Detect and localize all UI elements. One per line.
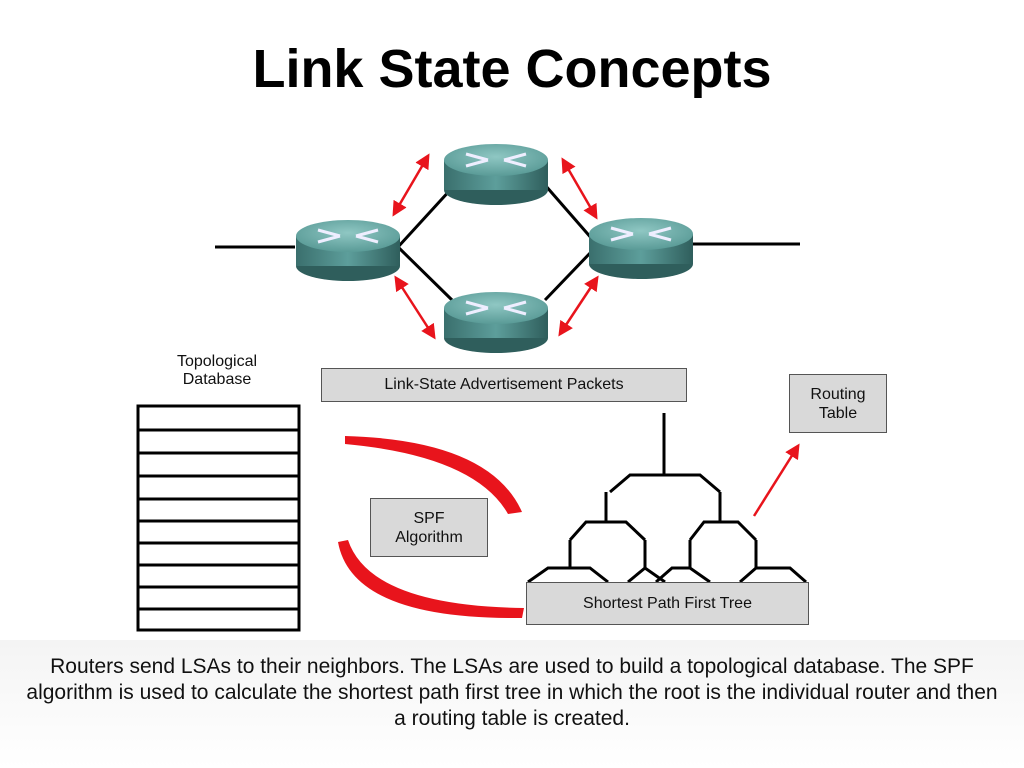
router-icon: [444, 144, 548, 205]
lsa-exchange-arrows: [392, 153, 599, 340]
spf-flow-arrows: [338, 436, 524, 619]
routing-table-label: Routing Table: [789, 374, 887, 433]
spf-tree-label: Shortest Path First Tree: [526, 582, 809, 625]
topological-database-label: Topological Database: [176, 353, 258, 388]
caption-band: Routers send LSAs to their neighbors. Th…: [0, 640, 1024, 768]
router-icon: [444, 292, 548, 353]
caption-text: Routers send LSAs to their neighbors. Th…: [26, 655, 998, 730]
router-icon: [589, 218, 693, 279]
lsa-packets-label: Link-State Advertisement Packets: [321, 368, 687, 402]
spf-algorithm-label: SPF Algorithm: [370, 498, 488, 557]
routing-arrow: [752, 443, 800, 517]
page-title: Link State Concepts: [252, 39, 772, 99]
spf-tree: [527, 413, 807, 584]
link-state-diagram: [136, 144, 807, 632]
topological-database-table: [136, 404, 301, 632]
network-links: [215, 184, 800, 302]
router-icon: [296, 220, 400, 281]
